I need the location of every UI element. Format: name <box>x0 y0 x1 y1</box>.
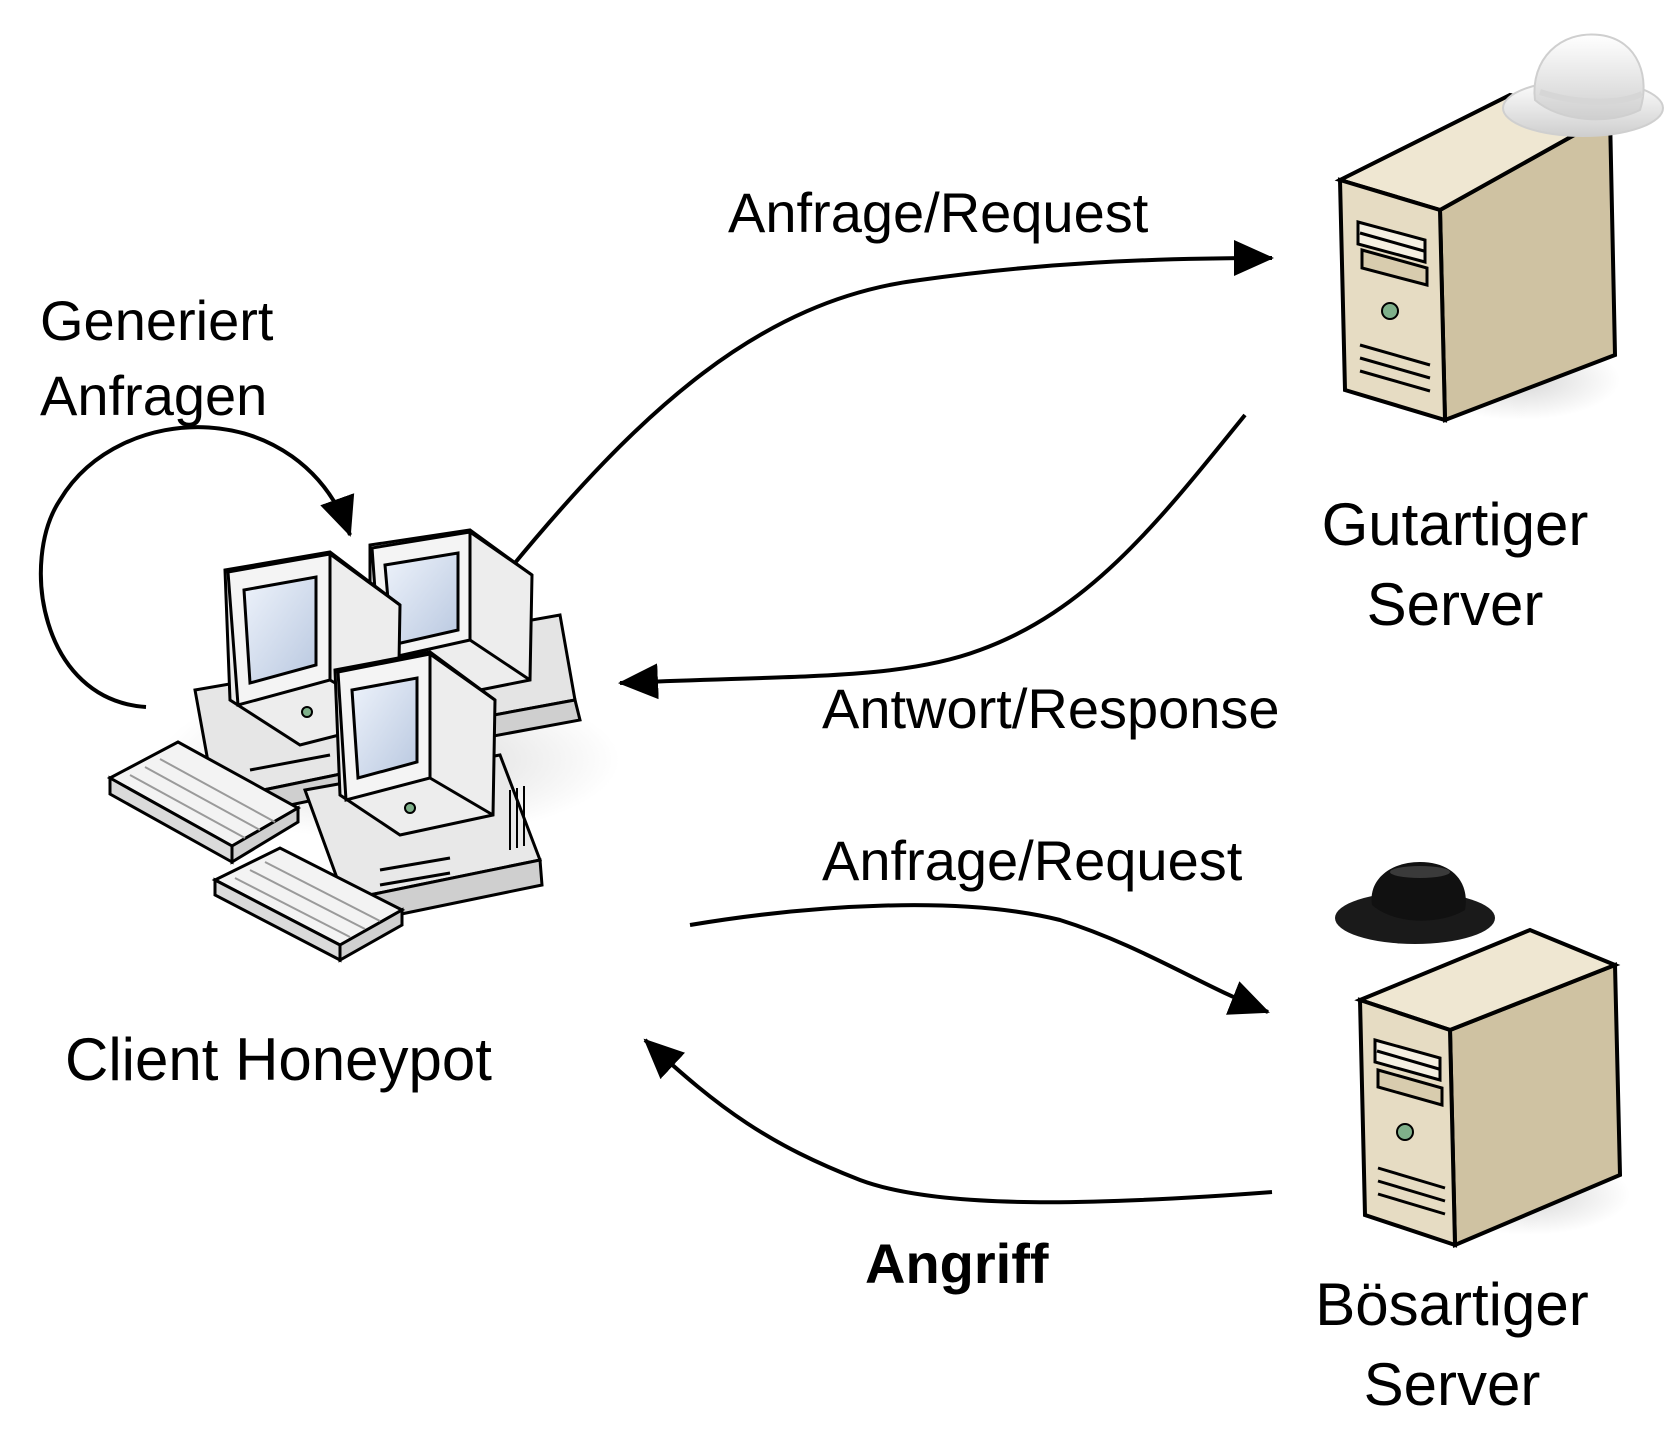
benign-server-icon <box>1334 92 1620 423</box>
computer-front <box>302 650 544 927</box>
client-honeypot-label: Client Honeypot <box>65 1026 492 1093</box>
black-hat-icon <box>1335 862 1495 944</box>
keyboard-2 <box>211 846 406 963</box>
response-arrow <box>618 413 1247 700</box>
benign-server-label-line1: Gutartiger <box>1322 491 1589 558</box>
malicious-server-label-line2: Server <box>1364 1351 1541 1418</box>
generates-requests-label-line2: Anfragen <box>40 364 267 427</box>
benign-server-label-line2: Server <box>1367 571 1544 638</box>
request-arrow-top <box>503 240 1274 577</box>
keyboard-1 <box>106 740 302 865</box>
response-label: Antwort/Response <box>822 677 1280 740</box>
request-bottom-label: Anfrage/Request <box>822 829 1243 892</box>
self-loop-arrow <box>38 425 355 709</box>
attack-label: Angriff <box>865 1232 1049 1295</box>
request-top-label: Anfrage/Request <box>728 181 1149 244</box>
generates-requests-label-line1: Generiert <box>40 289 274 352</box>
client-computers-icon <box>106 528 620 963</box>
white-hat-icon <box>1502 33 1664 137</box>
request-arrow-bottom <box>689 903 1270 1015</box>
attack-arrow <box>643 1038 1273 1205</box>
malicious-server-icon <box>1354 927 1630 1248</box>
malicious-server-label-line1: Bösartiger <box>1315 1271 1588 1338</box>
